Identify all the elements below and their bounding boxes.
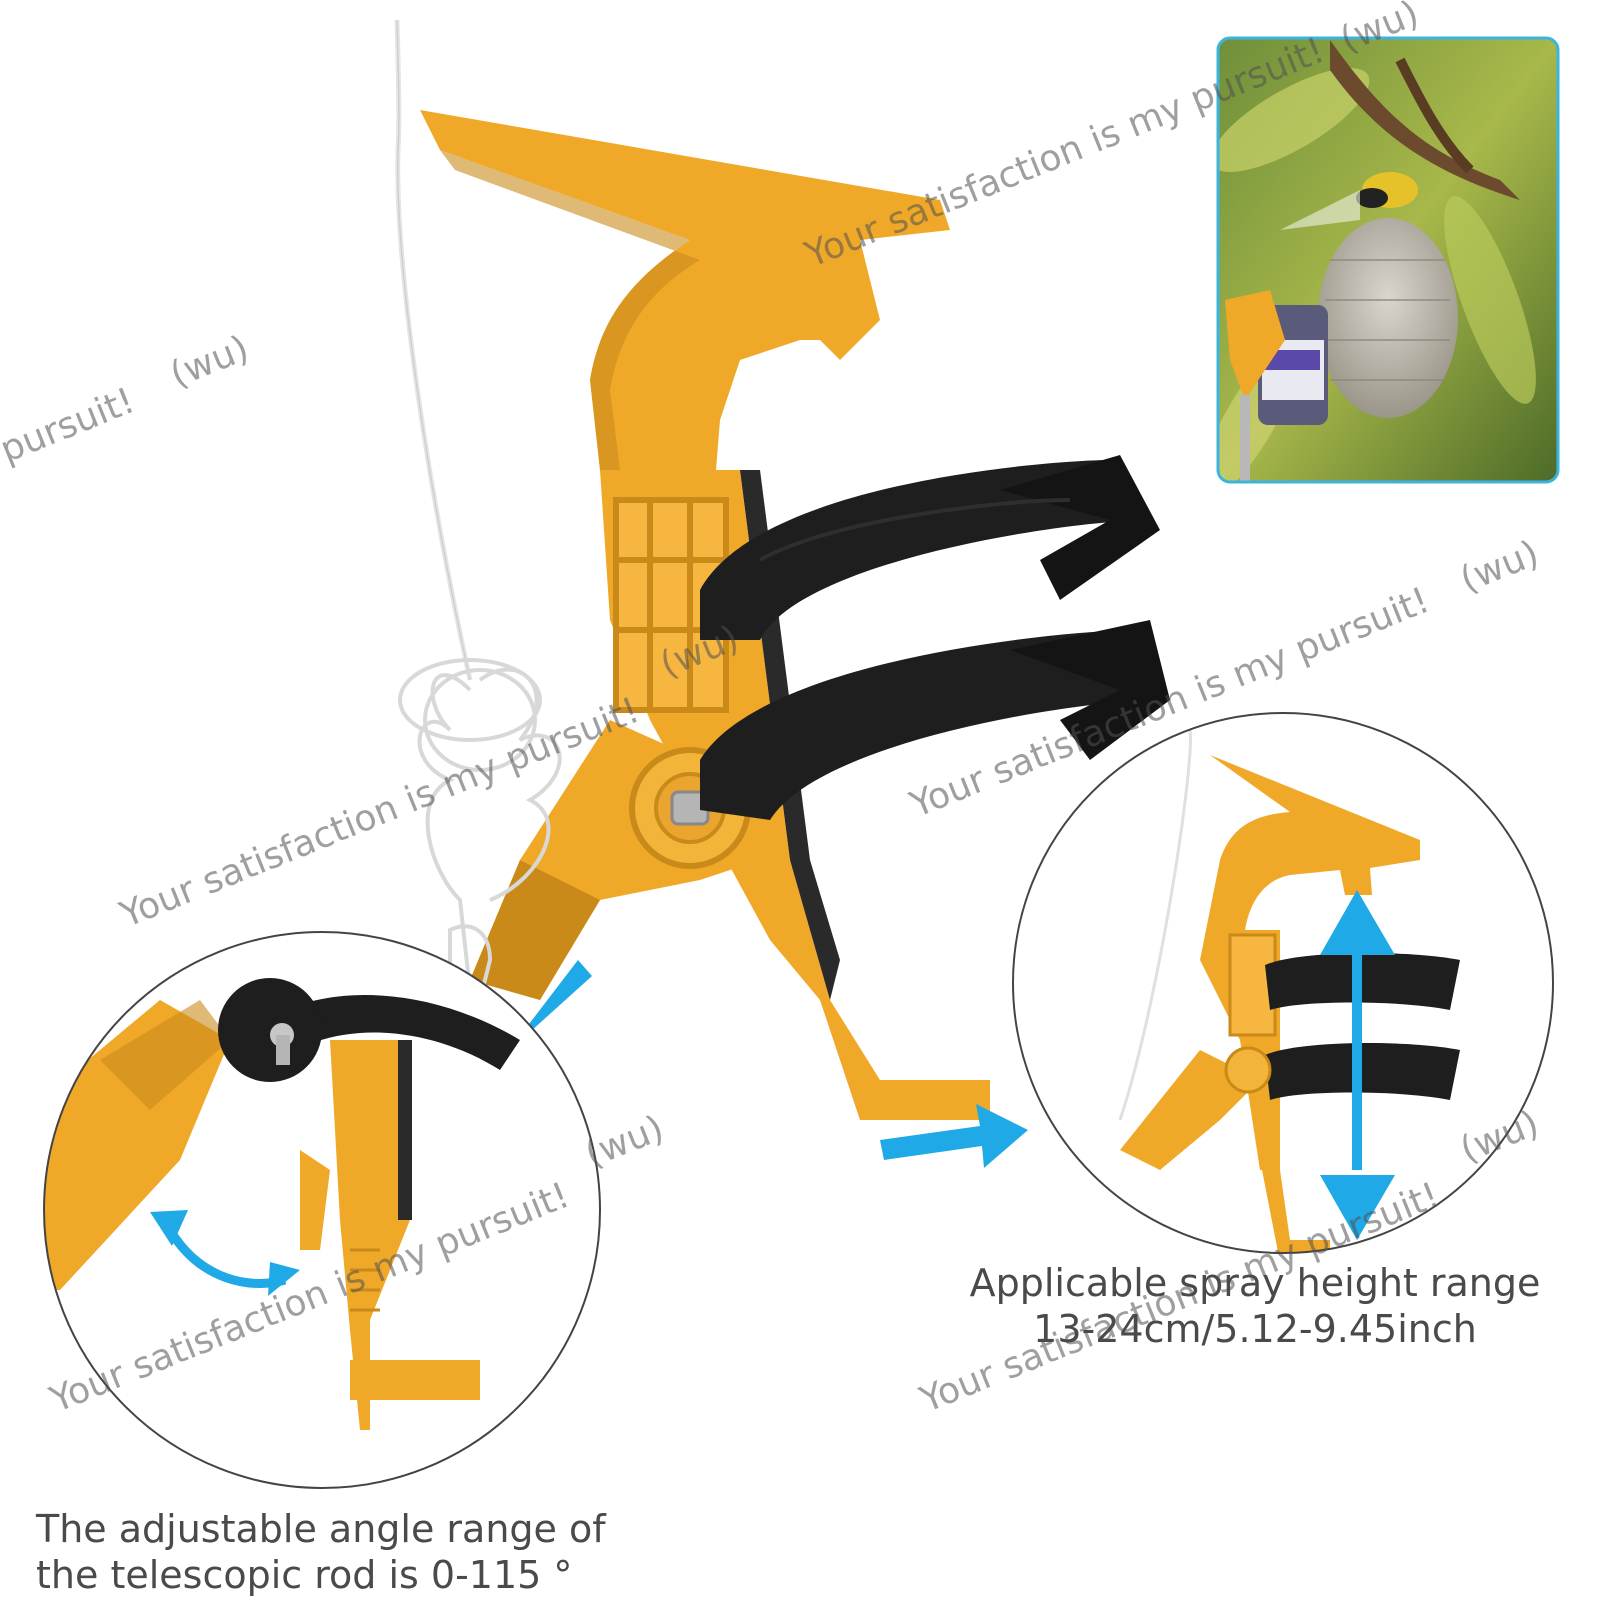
blue-pointer-arrow-icon [880,1104,1028,1168]
curved-double-arrow-icon [150,1210,300,1296]
angle-caption-line1: The adjustable angle range of [36,1507,606,1551]
wasp-nest-inset-photo [1218,38,1558,482]
height-detail-circle [1012,712,1554,1254]
angle-detail-circle [43,931,601,1489]
vertical-double-arrow-icon [1320,890,1395,1240]
angle-caption-line2: the telescopic rod is 0-115 ° [36,1553,573,1597]
height-range-caption: Applicable spray height range 13-24cm/5.… [940,1260,1570,1352]
height-caption-line2: 13-24cm/5.12-9.45inch [1033,1307,1477,1351]
spray-holder-main [394,19,1170,1120]
height-caption-line1: Applicable spray height range [969,1261,1541,1305]
angle-range-caption: The adjustable angle range of the telesc… [36,1506,656,1598]
black-straps [700,455,1170,820]
rope-coil [398,658,562,1002]
